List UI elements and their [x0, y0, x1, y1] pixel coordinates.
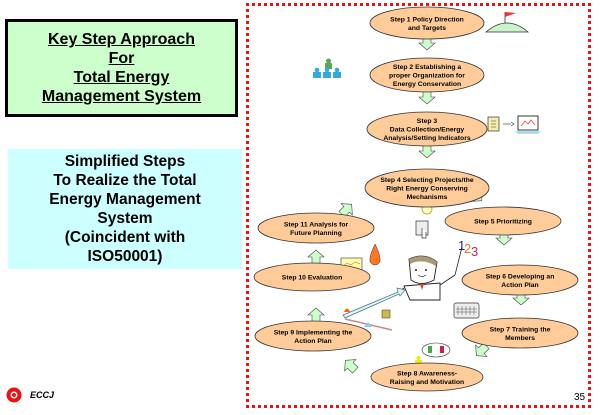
flag-hill-icon	[484, 12, 530, 33]
step-ellipse	[254, 320, 372, 352]
flow-arrow	[338, 203, 353, 218]
step-label-line: Analysis/Setting Indicators	[383, 135, 470, 142]
step-label-line: proper Organization for	[389, 73, 465, 80]
step-label-line: Step 1 Policy Direction	[390, 16, 464, 23]
step-label-line: and Targets	[408, 25, 446, 32]
step-ellipse	[461, 317, 579, 349]
document-icon	[487, 116, 515, 132]
step-ellipse	[369, 6, 485, 40]
step-label-line: Action Plan	[294, 338, 331, 345]
subtitle-box: Simplified Steps To Realize the Total En…	[8, 149, 242, 269]
step-label-line: Step 6 Developing an	[486, 273, 555, 280]
title-line: For	[108, 50, 135, 67]
step-label-line: Data Collection/Energy	[390, 127, 465, 134]
seesaw-arrow-icon	[342, 287, 406, 331]
step-1-node: Step 1 Policy Direction and Targets	[369, 6, 485, 40]
eccj-logo-icon	[5, 387, 23, 403]
calendar-grid-icon	[453, 302, 480, 319]
diagram-frame	[246, 3, 591, 408]
title-box: Key Step Approach For Total Energy Manag…	[5, 19, 238, 117]
step-ellipse	[253, 262, 371, 292]
subtitle-line: Energy Management	[49, 191, 201, 208]
title-line: Key Step Approach	[47, 31, 195, 48]
step-ellipse	[370, 362, 484, 392]
step-label-line: Step 4 Selecting Projects/the	[380, 177, 474, 184]
step-5-node: Step 5 Prioritizing	[444, 206, 562, 236]
svg-text:3: 3	[471, 244, 478, 259]
subtitle-line: System	[97, 210, 153, 227]
flow-arrow	[307, 307, 325, 323]
step-label-line: Step 3	[417, 118, 438, 125]
presenter-person-icon	[391, 246, 463, 301]
step-ellipse	[369, 57, 485, 93]
thinking-people-icon	[415, 342, 451, 365]
subtitle-line: Simplified Steps	[64, 153, 186, 170]
laptop-chart-icon	[515, 115, 541, 134]
subtitle-line: (Coincident with	[64, 229, 186, 246]
step-label-line: Step 10 Evaluation	[282, 275, 342, 282]
step-label-line: Future Planning	[290, 230, 342, 237]
numbers-123-icon: 1 2 3	[458, 238, 478, 259]
svg-text:2: 2	[464, 241, 471, 256]
title-line: Management System	[41, 88, 202, 105]
step-2-node: Step 2 Establishing a proper Organization…	[369, 57, 485, 93]
step-label-line: Step 5 Prioritizing	[474, 219, 532, 226]
step-ellipse	[461, 264, 579, 296]
step-label-line: Energy Conservation	[393, 81, 461, 88]
step-8-node: Step 8 Awareness- Raising and Motivation	[370, 362, 484, 392]
step-label-line: Right Energy Conserving	[386, 186, 468, 193]
page-number: 35	[574, 392, 586, 403]
team-organization-icon	[313, 58, 341, 78]
step-label-line: Action Plan	[501, 282, 538, 289]
subtitle-line: ISO50001)	[87, 248, 163, 265]
step-3-node: Step 3 Data Collection/EnergyAnalysis/Set…	[366, 111, 488, 147]
step-label-line: Raising and Motivation	[390, 379, 464, 386]
step-label-line: Step 11 Analysis for	[284, 221, 349, 228]
step-label-line: Step 7 Training the	[490, 326, 551, 333]
step-10-node: Step 10 Evaluation	[253, 262, 371, 292]
subtitle-line: To Realize the Total	[53, 172, 197, 189]
title-line: Total Energy	[73, 69, 170, 86]
svg-text:1: 1	[458, 238, 465, 253]
step-ellipse	[366, 111, 488, 147]
step-label-line: Step 9 Implementing the	[274, 329, 353, 336]
flow-arrow	[307, 249, 325, 265]
step-6-node: Step 6 Developing an Action Plan	[461, 264, 579, 296]
step-label-line: Step 2 Establishing a	[393, 64, 462, 71]
step-label-line: Mechanisms	[407, 194, 448, 201]
flow-arrow	[344, 359, 359, 374]
step-ellipse	[257, 212, 375, 244]
step-ellipse	[444, 206, 562, 236]
energy-drop-mascot-icon	[340, 243, 381, 271]
logo-text: ECCJ	[30, 390, 55, 400]
step-label-line: Members	[505, 335, 535, 342]
step-label-line: Step 8 Awareness-	[397, 370, 457, 377]
flow-arrow	[475, 342, 490, 357]
step-ellipse	[364, 168, 490, 208]
